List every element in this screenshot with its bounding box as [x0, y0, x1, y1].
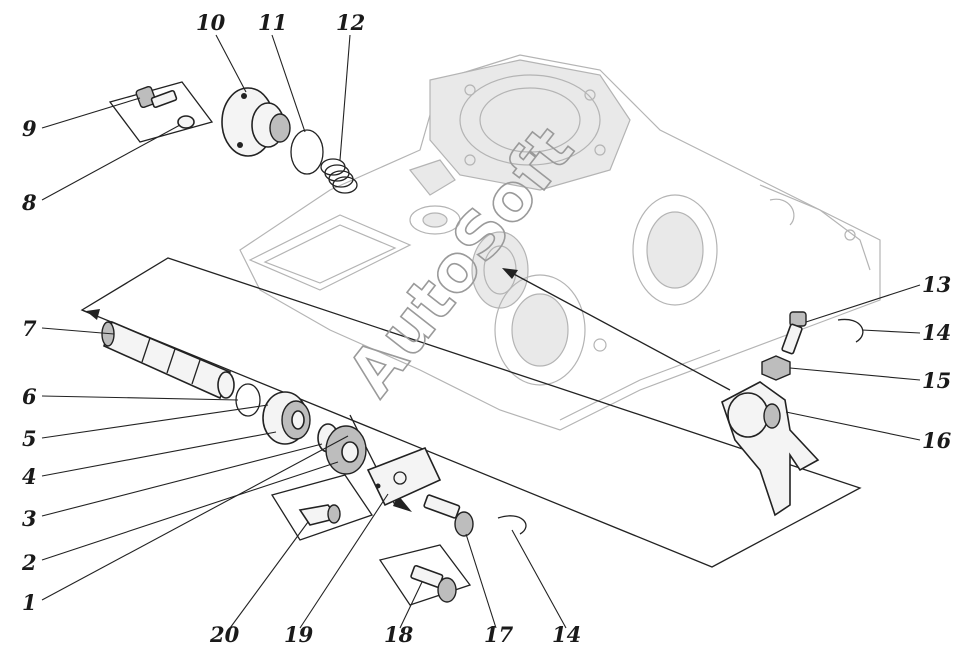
- assembly-outline: [80, 257, 862, 568]
- subgroup-brackets: [108, 81, 472, 606]
- callout-13: 13: [922, 272, 951, 297]
- callout-labels: 1 2 3 4 5 6 7 8 9 10 11 12 13 14 15 16 1…: [21, 10, 952, 647]
- callout-4: 4: [22, 464, 37, 489]
- spring-12: [320, 158, 358, 194]
- shift-fork-16: [721, 381, 820, 517]
- bushing-5: [262, 391, 311, 445]
- nut-15: [761, 355, 791, 381]
- callout-11: 11: [258, 10, 287, 35]
- callout-9: 9: [22, 116, 37, 141]
- o-ring-11: [290, 129, 324, 175]
- bolt-18: [410, 564, 457, 603]
- callout-20: 20: [209, 622, 240, 647]
- bolt-9: [135, 85, 178, 109]
- callout-5: 5: [22, 426, 37, 451]
- gearbox-housing-background: [239, 54, 881, 431]
- lock-wire-14a: [837, 318, 864, 343]
- callout-19: 19: [284, 622, 314, 647]
- lock-plate-19: [366, 446, 442, 507]
- retaining-ring-6: [235, 383, 261, 417]
- callout-2: 2: [21, 550, 37, 575]
- shift-shaft-7: [101, 320, 235, 400]
- callout-6: 6: [22, 384, 37, 409]
- leader-lines: [41, 34, 921, 629]
- callout-14-top: 14: [922, 320, 951, 345]
- callout-15: 15: [922, 368, 951, 393]
- lock-wire-14b: [497, 515, 527, 535]
- callout-10: 10: [196, 10, 226, 35]
- callout-18: 18: [384, 622, 414, 647]
- callout-16: 16: [922, 428, 952, 453]
- callout-12: 12: [336, 10, 365, 35]
- screw-20: [298, 504, 341, 526]
- callout-1: 1: [22, 590, 37, 615]
- callout-17: 17: [484, 622, 514, 647]
- bolt-17: [423, 494, 474, 537]
- bolt-13: [781, 311, 807, 355]
- callout-14-bottom: 14: [552, 622, 581, 647]
- callout-8: 8: [21, 190, 37, 215]
- flanged-cover-10: [221, 87, 291, 157]
- callout-7: 7: [22, 316, 37, 341]
- callout-3: 3: [22, 506, 37, 531]
- thrust-washer-1: [325, 425, 367, 475]
- lock-washer-8: [177, 115, 195, 129]
